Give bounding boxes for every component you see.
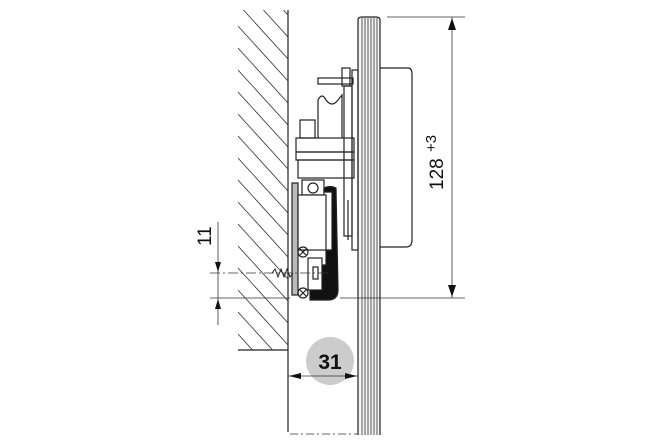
offset-dimension: 11 xyxy=(195,222,330,325)
offset-value: 11 xyxy=(195,226,216,246)
hatch-line xyxy=(238,223,288,280)
hatch-line xyxy=(238,333,254,350)
hatch-line xyxy=(238,135,288,192)
hatch-line xyxy=(238,157,288,214)
height-tolerance: +3 xyxy=(423,135,440,152)
hatch-line xyxy=(238,267,288,324)
depth-dimension: 31 xyxy=(288,337,358,435)
hatch-line xyxy=(238,245,288,302)
depth-value: 31 xyxy=(318,351,342,374)
hatch-line xyxy=(238,25,288,82)
hatch-line xyxy=(238,378,288,433)
hatch-line xyxy=(242,10,288,60)
hatch-line xyxy=(238,113,288,170)
hatch-line xyxy=(238,179,288,236)
hatch-line xyxy=(262,10,288,38)
depth-badge xyxy=(306,337,354,385)
knob-housing xyxy=(380,67,413,248)
hatch-line xyxy=(238,91,288,148)
hatch-line xyxy=(238,47,288,104)
front-panel xyxy=(357,16,381,435)
height-dimension: 128 +3 xyxy=(340,16,465,299)
hatch-line xyxy=(238,311,274,350)
hatch-line xyxy=(238,289,288,346)
mechanism xyxy=(271,67,359,301)
height-value: 128 xyxy=(427,158,448,190)
wall-hatching xyxy=(238,10,288,433)
hatch-line xyxy=(238,356,288,411)
hatch-line xyxy=(238,69,288,126)
hatch-line xyxy=(238,201,288,258)
